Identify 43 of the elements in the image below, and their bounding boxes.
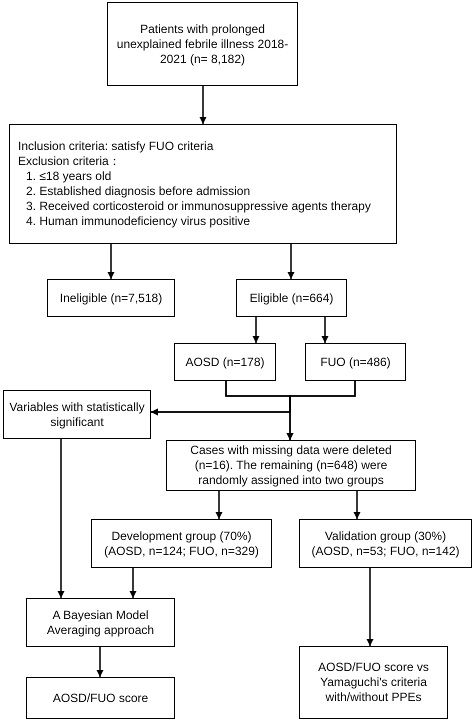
- box-text: AOSD (n=178): [185, 354, 265, 370]
- box-text: Variables with statistically significant: [8, 400, 146, 430]
- arrow: [354, 491, 360, 519]
- arrow: [200, 86, 206, 124]
- box-text: 4. Human immunodeficiency virus positive: [25, 214, 250, 229]
- box-text: AOSD/FUO score: [52, 690, 148, 706]
- process-box: [299, 646, 448, 719]
- process-box: [236, 279, 347, 317]
- box-text: FUO (n=486): [320, 354, 391, 370]
- box-text: AOSD/FUO score vs Yamaguchi's criteria with/without PPEs: [317, 660, 430, 705]
- process-box: [47, 279, 175, 317]
- box-text: 2. Established diagnosis before admission: [25, 184, 250, 199]
- arrow: [130, 568, 136, 598]
- arrow: [366, 568, 374, 646]
- process-box: [299, 519, 472, 568]
- arrow: [288, 244, 294, 279]
- box-text: 1. ≤18 years old: [25, 169, 112, 184]
- process-box: [174, 343, 276, 381]
- box-text: Ineligible (n=7,518): [60, 290, 162, 306]
- box-text: 3. Received corticosteroid or immunosuppressive agents therapy: [25, 199, 371, 214]
- process-box: [3, 390, 151, 439]
- box-text: Validation group (30%) (AOSD, n=53; FUO, n=142): [310, 528, 461, 558]
- box-text: Inclusion criteria: satisfy FUO criteria: [18, 139, 214, 154]
- arrow: [108, 244, 114, 279]
- process-box: [9, 124, 397, 244]
- arrow: [252, 317, 260, 343]
- arrow: [286, 381, 356, 440]
- process-box: [166, 440, 416, 491]
- arrow: [96, 647, 104, 677]
- arrow: [322, 317, 328, 343]
- arrow: [58, 439, 64, 598]
- box-text: Development group (70%) (AOSD, n=124; FUO, n=329): [103, 528, 260, 558]
- box-text: Patients with prolonged unexplained febrile illness 2018-2021 (n= 8,182): [116, 22, 290, 66]
- box-text: Cases with missing data were deleted (n=16). The remaining (n=648) were randomly assigned into two groups: [189, 443, 393, 488]
- process-box: [26, 598, 175, 647]
- arrow: [216, 491, 222, 519]
- process-box: [26, 677, 175, 719]
- process-box: [107, 2, 298, 86]
- box-text: A Bayesian Model Averaging approach: [46, 608, 156, 638]
- process-box: [91, 519, 272, 568]
- process-box: [305, 343, 406, 381]
- box-text: Exclusion criteria：: [18, 154, 121, 169]
- box-text: Eligible (n=664): [250, 290, 334, 306]
